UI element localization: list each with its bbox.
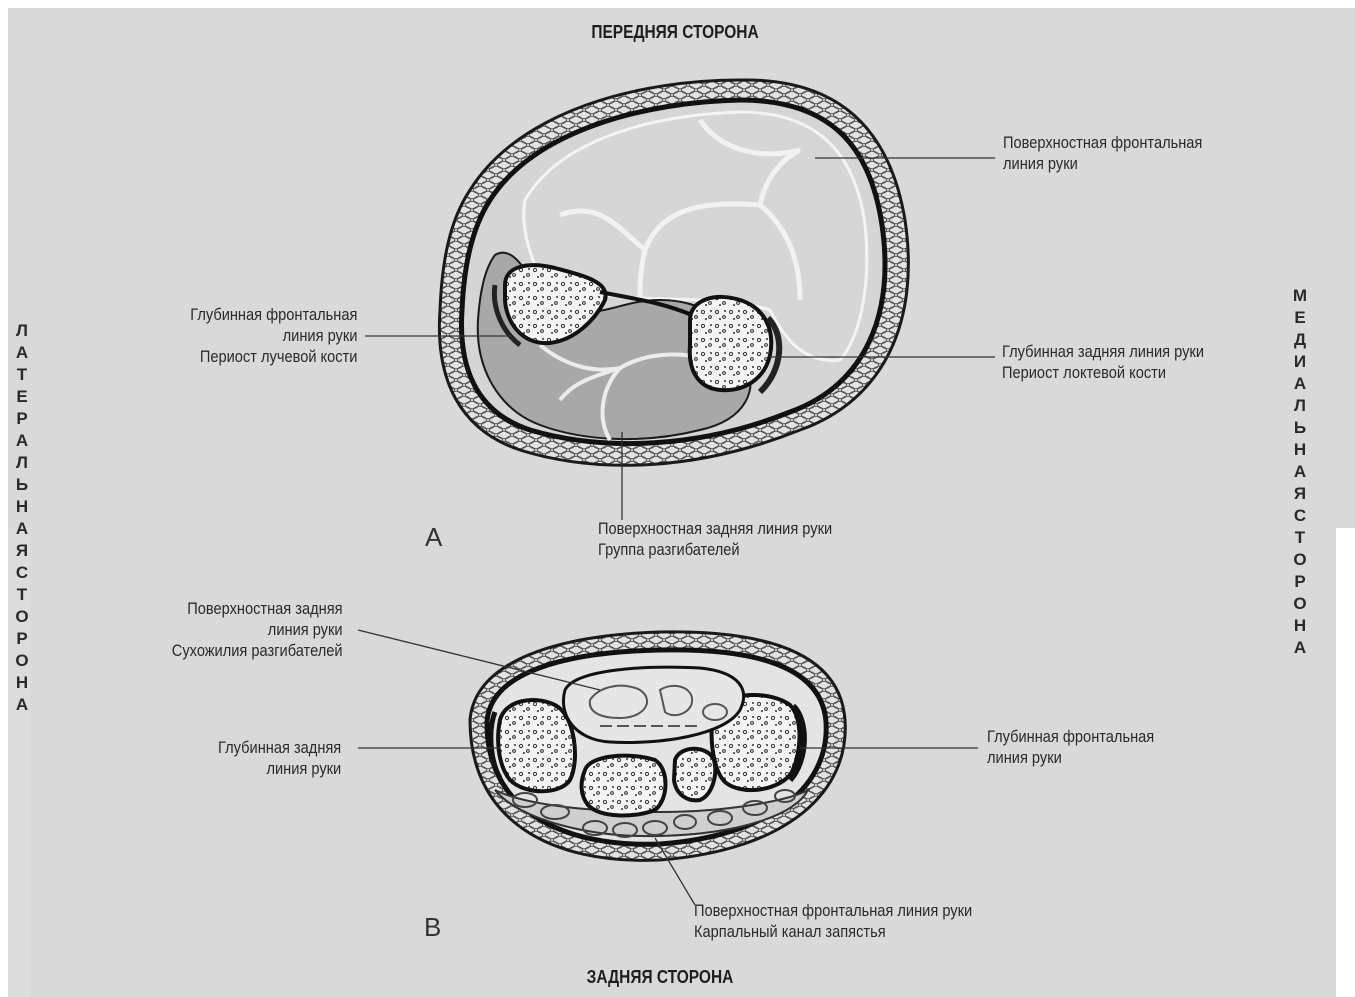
heading-medial-side: МЕДИАЛЬНАЯ СТОРОНА (1290, 285, 1310, 659)
label-line: линия руки (172, 619, 343, 640)
label-line: Глубинная фронтальная (190, 304, 357, 325)
label-a-superficial-back-line: Поверхностная задняя линия руки Группа р… (598, 518, 832, 560)
label-line: линия руки (190, 325, 357, 346)
label-line: Поверхностная задняя линия руки (598, 518, 832, 539)
carpal-bone-central-2 (674, 749, 715, 801)
heading-front-side: ПЕРЕДНЯЯ СТОРОНА (576, 22, 774, 43)
label-line: Глубинная задняя (218, 737, 341, 758)
label-line: Глубинная фронтальная (987, 726, 1154, 747)
label-line: линия руки (218, 758, 341, 779)
label-b-deep-back-line: Глубинная задняя линия руки (218, 737, 341, 779)
label-line: линия руки (1003, 153, 1202, 174)
carpal-bone-central-1 (582, 756, 666, 816)
panel-label-b: B (424, 912, 441, 943)
label-b-superficial-back-line: Поверхностная задняя линия руки Сухожили… (172, 598, 343, 661)
label-b-superficial-front-line: Поверхностная фронтальная линия руки Кар… (694, 900, 972, 942)
carpal-bone-lateral (498, 700, 575, 791)
ulna-bone (690, 297, 772, 390)
label-line: Поверхностная фронтальная (1003, 132, 1202, 153)
label-line: Периост локтевой кости (1002, 362, 1204, 383)
label-a-superficial-front-line: Поверхностная фронтальная линия руки (1003, 132, 1202, 174)
label-line: Сухожилия разгибателей (172, 640, 343, 661)
label-line: Поверхностная задняя (172, 598, 343, 619)
label-a-deep-back-line: Глубинная задняя линия руки Периост локт… (1002, 341, 1204, 383)
label-line: Периост лучевой кости (190, 346, 357, 367)
label-b-deep-front-line: Глубинная фронтальная линия руки (987, 726, 1154, 768)
label-a-deep-front-line: Глубинная фронтальная линия руки Периост… (190, 304, 357, 367)
label-line: Карпальный канал запястья (694, 921, 972, 942)
panel-label-a: A (425, 522, 442, 553)
heading-back-side: ЗАДНЯЯ СТОРОНА (574, 967, 746, 988)
label-line: Группа разгибателей (598, 539, 832, 560)
label-line: Поверхностная фронтальная линия руки (694, 900, 972, 921)
label-line: линия руки (987, 747, 1154, 768)
label-line: Глубинная задняя линия руки (1002, 341, 1204, 362)
heading-lateral-side: ЛАТЕРАЛЬНАЯ СТОРОНА (12, 320, 32, 716)
